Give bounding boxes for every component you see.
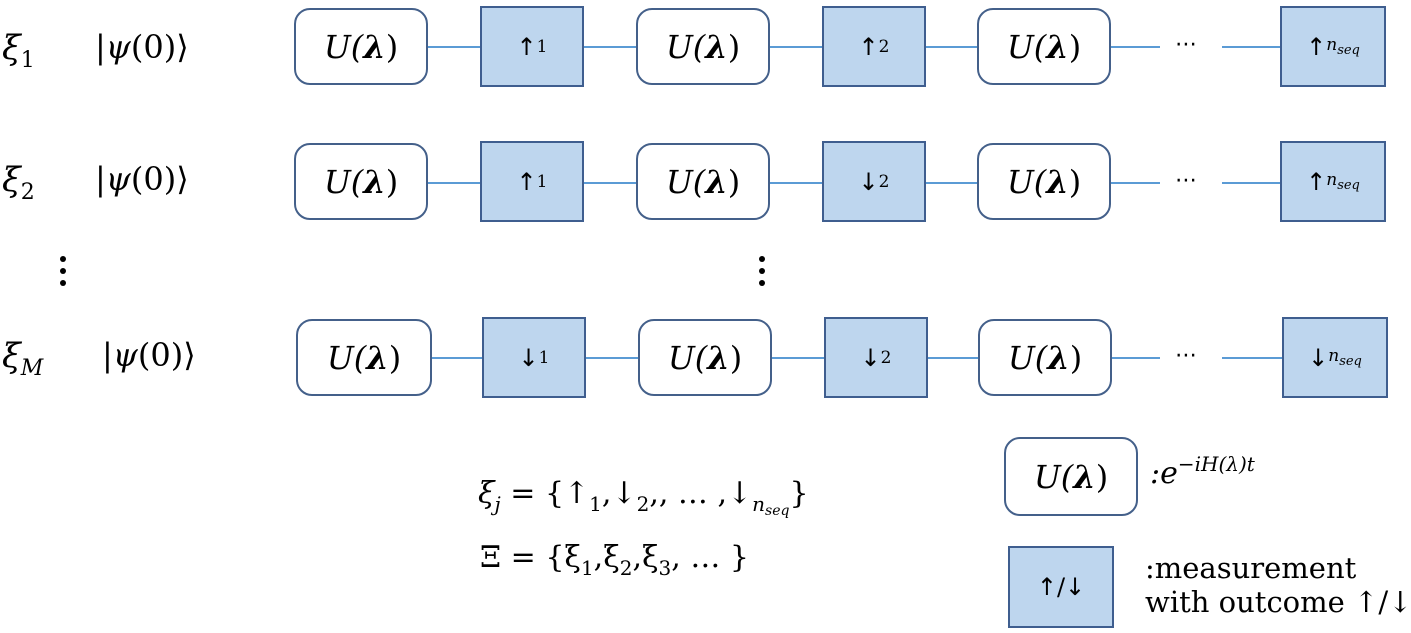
vertical-ellipsis-center (759, 256, 765, 292)
measurement-box: ↑2 (822, 6, 926, 87)
wire (428, 182, 480, 184)
unitary-gate: U(λ) (294, 8, 428, 85)
wire (1222, 357, 1282, 359)
wire (428, 46, 480, 48)
row-label: ξM (2, 336, 44, 381)
vertical-ellipsis-left (60, 256, 66, 292)
wire (772, 357, 824, 359)
row-label: ξ2 (2, 160, 35, 205)
wire (926, 46, 978, 48)
legend-measurement-box: ↑/↓ (1008, 546, 1114, 628)
initial-state: |ψ(0)⟩ (95, 28, 189, 66)
initial-state: |ψ(0)⟩ (95, 160, 189, 198)
ellipsis: ⋯ (1175, 32, 1197, 57)
row-label: ξ1 (2, 28, 35, 73)
measurement-box: ↓1 (482, 317, 586, 398)
legend-gate-box: U(λ) (1004, 437, 1138, 516)
measurement-box: ↑1 (480, 6, 584, 87)
unitary-gate: U(λ) (978, 319, 1112, 396)
wire (768, 46, 822, 48)
ellipsis: ⋯ (1175, 168, 1197, 193)
measurement-box: ↑nseq (1280, 141, 1386, 222)
unitary-gate: U(λ) (636, 143, 770, 220)
measurement-box: ↑nseq (1280, 6, 1386, 87)
wire (584, 182, 638, 184)
wire (926, 182, 978, 184)
xi-j-definition: ξj = {↑1,↓2,, … ,↓nseq} (478, 476, 809, 519)
unitary-gate: U(λ) (294, 143, 428, 220)
legend-measurement-description: :measurement with outcome ↑/↓ (1145, 551, 1411, 619)
xi-set-definition: Ξ = {ξ1,ξ2,ξ3, … } (480, 540, 749, 580)
unitary-gate: U(λ) (638, 319, 772, 396)
wire (584, 46, 638, 48)
wire (1222, 46, 1280, 48)
measurement-box: ↑1 (480, 141, 584, 222)
legend-gate-description: :e−iH(λ)t (1150, 452, 1255, 491)
wire (1222, 182, 1280, 184)
measurement-box: ↓2 (822, 141, 926, 222)
ellipsis: ⋯ (1175, 343, 1197, 368)
unitary-gate: U(λ) (296, 319, 432, 396)
unitary-gate: U(λ) (636, 8, 770, 85)
wire (768, 182, 822, 184)
unitary-gate: U(λ) (977, 143, 1111, 220)
wire (928, 357, 980, 359)
measurement-box: ↓nseq (1282, 317, 1388, 398)
wire (586, 357, 640, 359)
wire (432, 357, 482, 359)
initial-state: |ψ(0)⟩ (102, 336, 196, 374)
wire (1112, 357, 1160, 359)
wire (1110, 182, 1160, 184)
unitary-gate: U(λ) (977, 8, 1111, 85)
measurement-box: ↓2 (824, 317, 928, 398)
wire (1110, 46, 1160, 48)
